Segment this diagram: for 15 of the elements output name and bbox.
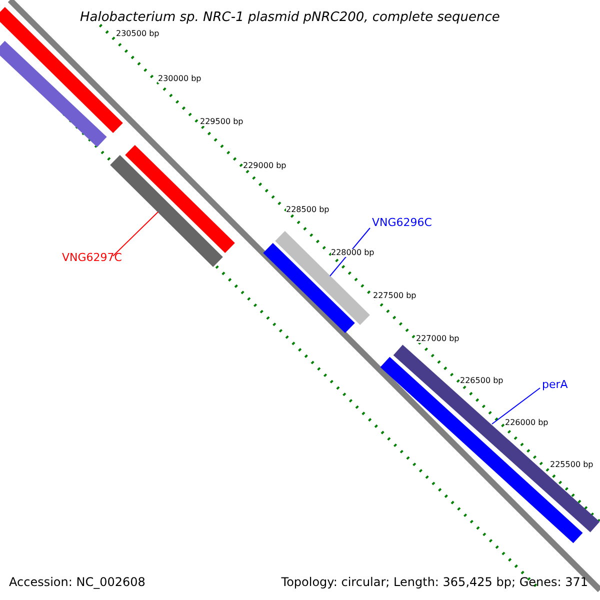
tick-label: 226000 bp: [505, 419, 548, 427]
tick-label: 226500 bp: [460, 377, 504, 385]
tick-label: 230500 bp: [116, 30, 160, 38]
leader-line: [492, 388, 540, 424]
gene-bar: [393, 344, 600, 532]
gene-label: VNG6297C: [62, 252, 122, 263]
tick-label: 225500 bp: [550, 461, 594, 469]
tick-label: 229000 bp: [243, 162, 286, 170]
tick-label: 228000 bp: [331, 249, 374, 257]
footer-text: Accession: NC_002608: [9, 576, 146, 588]
title: Halobacterium sp. NRC-1 plasmid pNRC200, complete sequence: [80, 11, 500, 24]
footer-text: Topology: circular; Length: 365,425 bp; Genes: 371: [281, 576, 588, 588]
leader-line: [112, 212, 158, 256]
gene-label: VNG6296C: [372, 217, 432, 228]
tick-label: 230000 bp: [158, 75, 202, 83]
